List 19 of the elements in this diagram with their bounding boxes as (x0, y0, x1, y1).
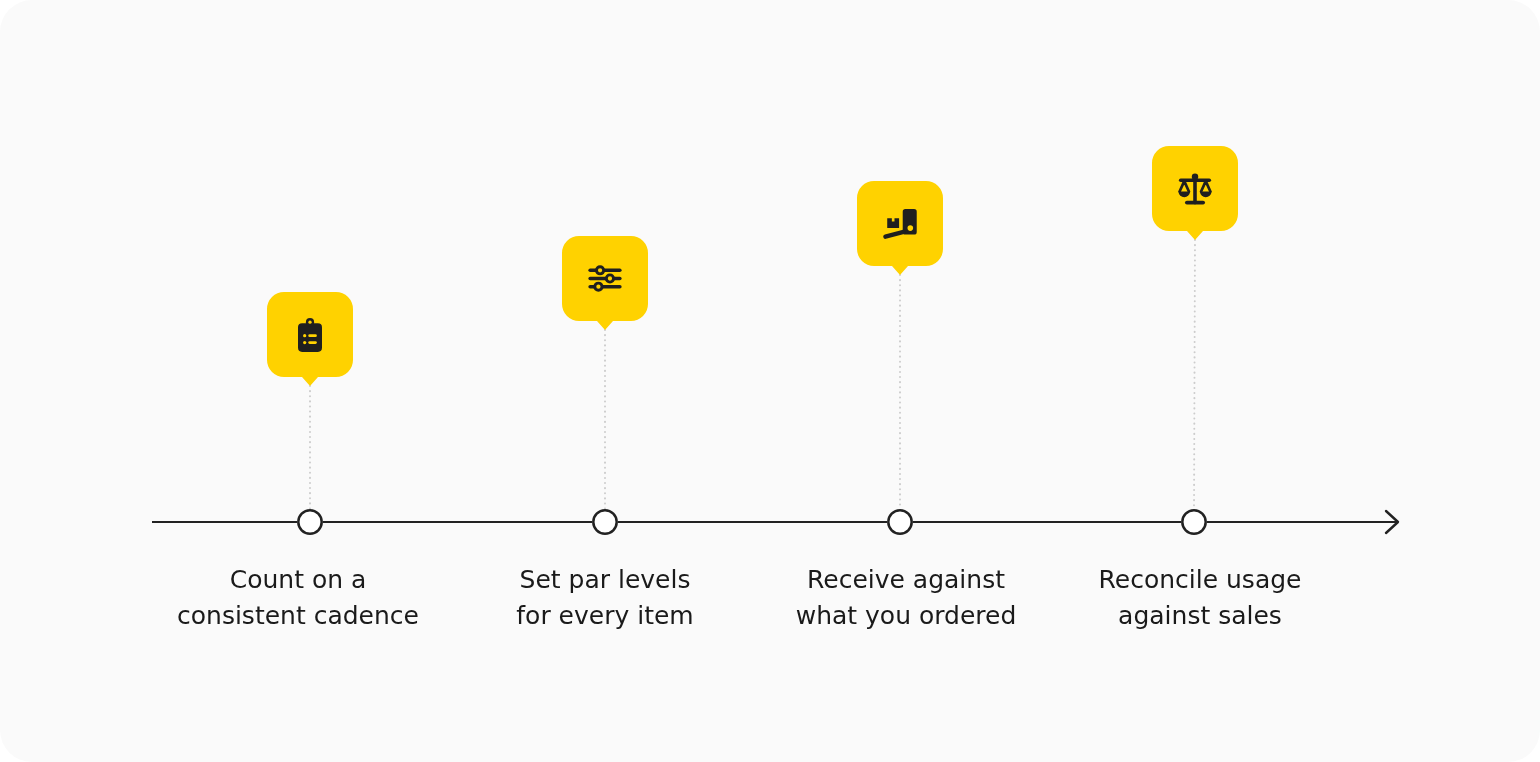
marker-pin (857, 181, 943, 275)
step-label: Receive against what you ordered (794, 564, 1018, 632)
step-label: Count on a consistent cadence (176, 564, 420, 632)
milestone-circle (297, 509, 323, 535)
timeline-line (152, 520, 297, 524)
milestone-circle (1181, 509, 1207, 535)
timeline-line (323, 520, 592, 524)
milestone-circle (887, 509, 913, 535)
milestone-circle (592, 509, 618, 535)
marker-pin (562, 236, 648, 330)
dotted-line (309, 385, 311, 510)
timeline-line (618, 520, 887, 524)
marker-pin (267, 292, 353, 386)
dotted-line (604, 329, 606, 510)
timeline-line (913, 520, 1181, 524)
arrow (1207, 509, 1400, 535)
step-label: Set par levels for every item (515, 564, 695, 632)
marker-pin (1152, 146, 1238, 240)
step-label: Reconcile usage against sales (1097, 564, 1303, 632)
